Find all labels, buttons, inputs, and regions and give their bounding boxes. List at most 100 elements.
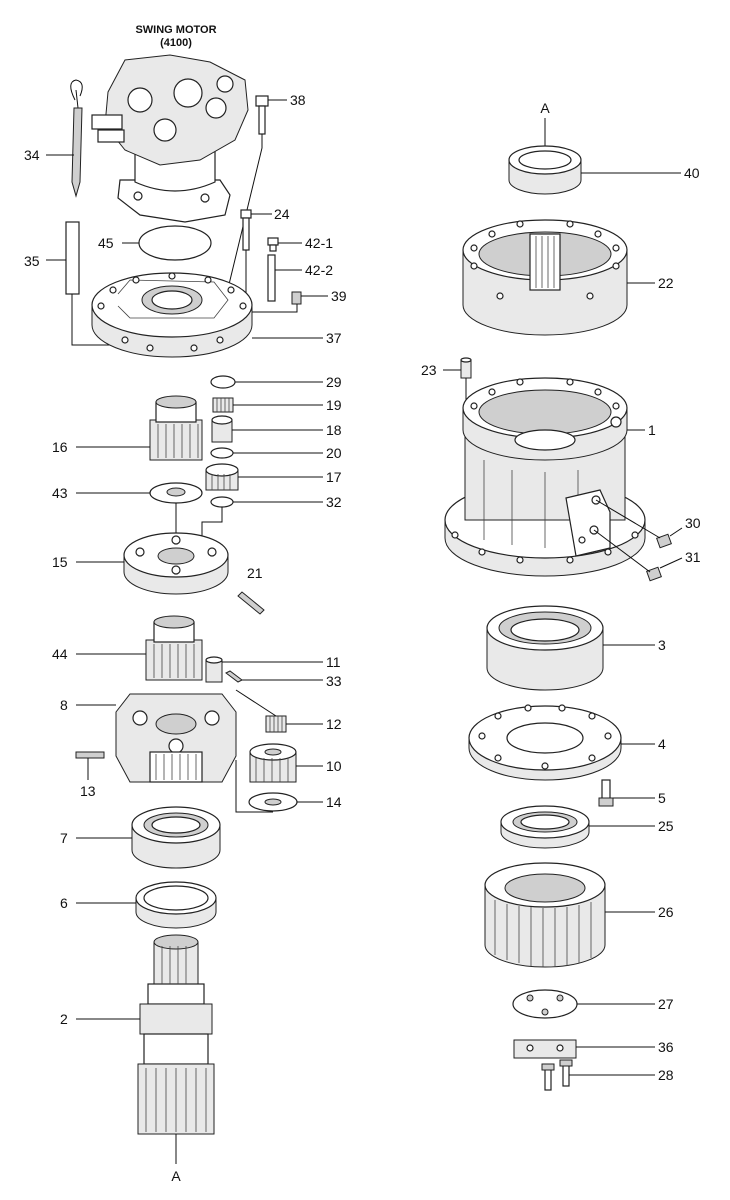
label-part-37: 37 <box>326 330 342 346</box>
part-20-washer <box>210 447 234 459</box>
part-16-sun-gear <box>149 395 203 461</box>
label-part-20: 20 <box>326 445 342 461</box>
part-7-roller-bearing <box>131 806 221 869</box>
part-44-gear <box>145 615 203 681</box>
part-6-seal-ring <box>135 881 217 929</box>
part-42-2-pin <box>267 254 276 302</box>
label-part-38: 38 <box>290 92 306 108</box>
label-part-18: 18 <box>326 422 342 438</box>
label-part-5: 5 <box>658 790 666 806</box>
label-part-10: 10 <box>326 758 342 774</box>
part-1-casing <box>444 377 646 577</box>
part-29-snap-ring <box>210 375 236 389</box>
label-part-22: 22 <box>658 275 674 291</box>
label-part-8: 8 <box>60 697 68 713</box>
leader-30 <box>669 527 683 537</box>
label-part-17: 17 <box>326 469 342 485</box>
part-30-plug <box>656 533 672 549</box>
label-part-16: 16 <box>52 439 68 455</box>
swing-motor <box>91 54 249 223</box>
label-part-29: 29 <box>326 374 342 390</box>
label-part-34: 34 <box>24 147 40 163</box>
leader-31 <box>659 557 683 569</box>
label-part-42-1: 42-1 <box>305 235 333 251</box>
part-19-needle-bearing <box>212 397 234 413</box>
label-part-21: 21 <box>247 565 263 581</box>
label-part-31: 31 <box>685 549 701 565</box>
leader-30-axis <box>595 499 661 539</box>
part-43-thrust-washer <box>149 482 203 504</box>
label-part-12: 12 <box>326 716 342 732</box>
part-22-ring-gear <box>462 219 628 336</box>
part-35-tube <box>65 221 80 295</box>
label-part-26: 26 <box>658 904 674 920</box>
label-part-13: 13 <box>80 783 96 799</box>
part-40-ring <box>508 145 582 195</box>
part-31-plug <box>646 566 662 582</box>
part-5-bolt <box>598 779 614 807</box>
part-39-plug <box>291 291 302 305</box>
part-27-cover-plate <box>512 989 578 1019</box>
part-24-bolt <box>240 209 252 251</box>
part-2-pinion-shaft <box>137 934 215 1135</box>
part-28-bolts <box>541 1059 573 1091</box>
label-part-42-2: 42-2 <box>305 262 333 278</box>
part-25-seal <box>500 805 590 849</box>
label-part-23: 23 <box>421 362 437 378</box>
label-part-19: 19 <box>326 397 342 413</box>
part-33-pin <box>225 670 243 683</box>
title-line-1: SWING MOTOR <box>135 24 216 36</box>
part-18-pin <box>211 415 233 443</box>
leader-38-to-cover <box>223 134 263 306</box>
part-3-roller-bearing <box>486 605 604 691</box>
leader-12-up <box>235 689 277 717</box>
label-part-7: 7 <box>60 830 68 846</box>
label-part-6: 6 <box>60 895 68 911</box>
label-part-1: 1 <box>648 422 656 438</box>
label-part-45: 45 <box>98 235 114 251</box>
leader-32-down <box>201 507 223 538</box>
ref-label-top: A <box>540 100 550 116</box>
part-4-plate <box>468 704 622 781</box>
label-part-2: 2 <box>60 1011 68 1027</box>
part-10-planet-gear <box>249 743 297 783</box>
label-part-35: 35 <box>24 253 40 269</box>
part-34-dipstick <box>70 79 83 198</box>
leader-31-axis <box>593 529 651 573</box>
part-15-carrier <box>123 532 229 595</box>
part-21-pin <box>237 591 265 615</box>
label-part-33: 33 <box>326 673 342 689</box>
part-38-bolt <box>255 95 269 135</box>
leader-14-bracket <box>235 760 273 813</box>
ref-label-bottom: A <box>171 1168 181 1184</box>
label-part-24: 24 <box>274 206 290 222</box>
part-42-1-plug <box>267 237 279 252</box>
part-45-o-ring <box>138 225 212 261</box>
leader-39-to-cover <box>240 304 298 313</box>
part-36-lock-plate <box>513 1039 577 1059</box>
label-part-28: 28 <box>658 1067 674 1083</box>
label-part-27: 27 <box>658 996 674 1012</box>
part-11-pin <box>205 656 223 683</box>
label-part-4: 4 <box>658 736 666 752</box>
part-37-cover <box>91 272 253 358</box>
label-part-11: 11 <box>326 654 341 670</box>
label-part-32: 32 <box>326 494 342 510</box>
label-part-39: 39 <box>331 288 347 304</box>
label-part-14: 14 <box>326 794 342 810</box>
part-17-gear <box>205 463 239 491</box>
label-part-44: 44 <box>52 646 68 662</box>
label-part-15: 15 <box>52 554 68 570</box>
label-part-43: 43 <box>52 485 68 501</box>
part-8-carrier <box>115 693 237 783</box>
title-line-2: (4100) <box>160 37 192 49</box>
part-23-pin <box>460 357 472 379</box>
part-13-pin <box>75 751 105 759</box>
label-part-30: 30 <box>685 515 701 531</box>
part-32-washer <box>210 496 234 508</box>
part-14-thrust-washer <box>248 792 298 812</box>
part-12-needle-bearing <box>265 715 287 733</box>
part-26-pinion-gear <box>484 862 606 968</box>
